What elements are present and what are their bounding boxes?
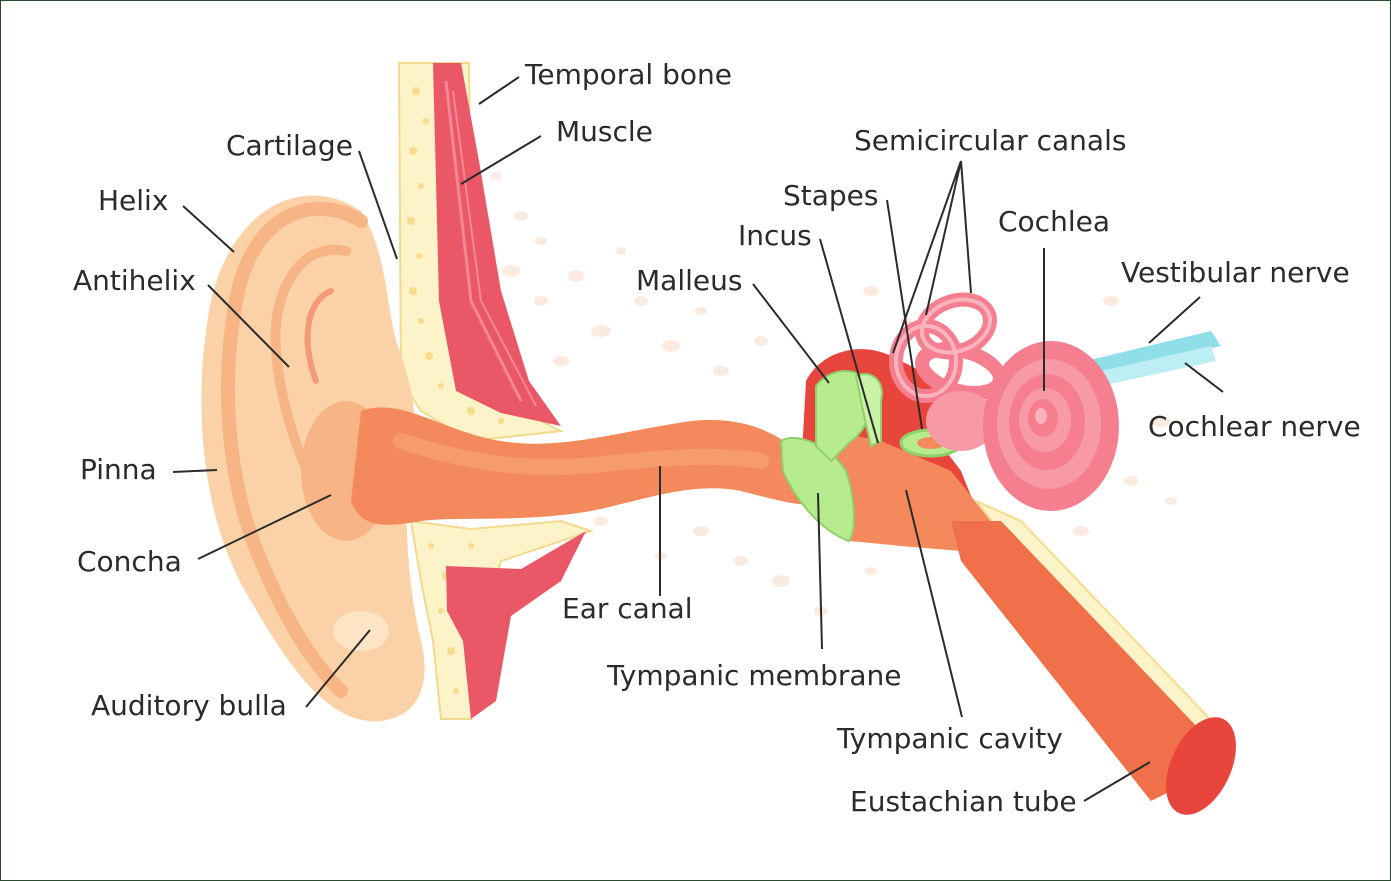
eustachian-tube-shape — [951, 521, 1201, 801]
label-cartilage: Cartilage — [226, 132, 353, 160]
label-temporal-bone: Temporal bone — [525, 61, 732, 89]
label-pinna: Pinna — [80, 456, 157, 484]
label-antihelix: Antihelix — [73, 267, 196, 295]
leader-semicircular-2 — [926, 161, 961, 315]
label-auditory-bulla: Auditory bulla — [91, 692, 287, 720]
leader-temporal-bone — [479, 77, 519, 104]
label-ear-canal: Ear canal — [562, 595, 693, 623]
label-concha: Concha — [77, 548, 182, 576]
label-helix: Helix — [98, 187, 168, 215]
auditory-bulla-shape — [333, 611, 389, 651]
leader-cochlear-nerve — [1185, 363, 1223, 392]
leader-helix — [183, 206, 234, 252]
label-eustachian-tube: Eustachian tube — [850, 788, 1077, 816]
label-tympanic-membrane: Tympanic membrane — [607, 662, 902, 690]
label-malleus: Malleus — [636, 267, 742, 295]
label-cochlea: Cochlea — [998, 208, 1110, 236]
label-cochlear-nerve: Cochlear nerve — [1148, 413, 1361, 441]
cochlea-shape — [983, 341, 1119, 511]
label-vestibular-nerve: Vestibular nerve — [1121, 259, 1350, 287]
label-incus: Incus — [738, 222, 812, 250]
label-semicircular-canals: Semicircular canals — [854, 127, 1126, 155]
label-tympanic-cavity: Tympanic cavity — [837, 725, 1063, 753]
label-muscle: Muscle — [556, 118, 653, 146]
leader-malleus — [753, 284, 829, 383]
label-stapes: Stapes — [783, 182, 879, 210]
leader-semicircular-3 — [961, 161, 971, 293]
